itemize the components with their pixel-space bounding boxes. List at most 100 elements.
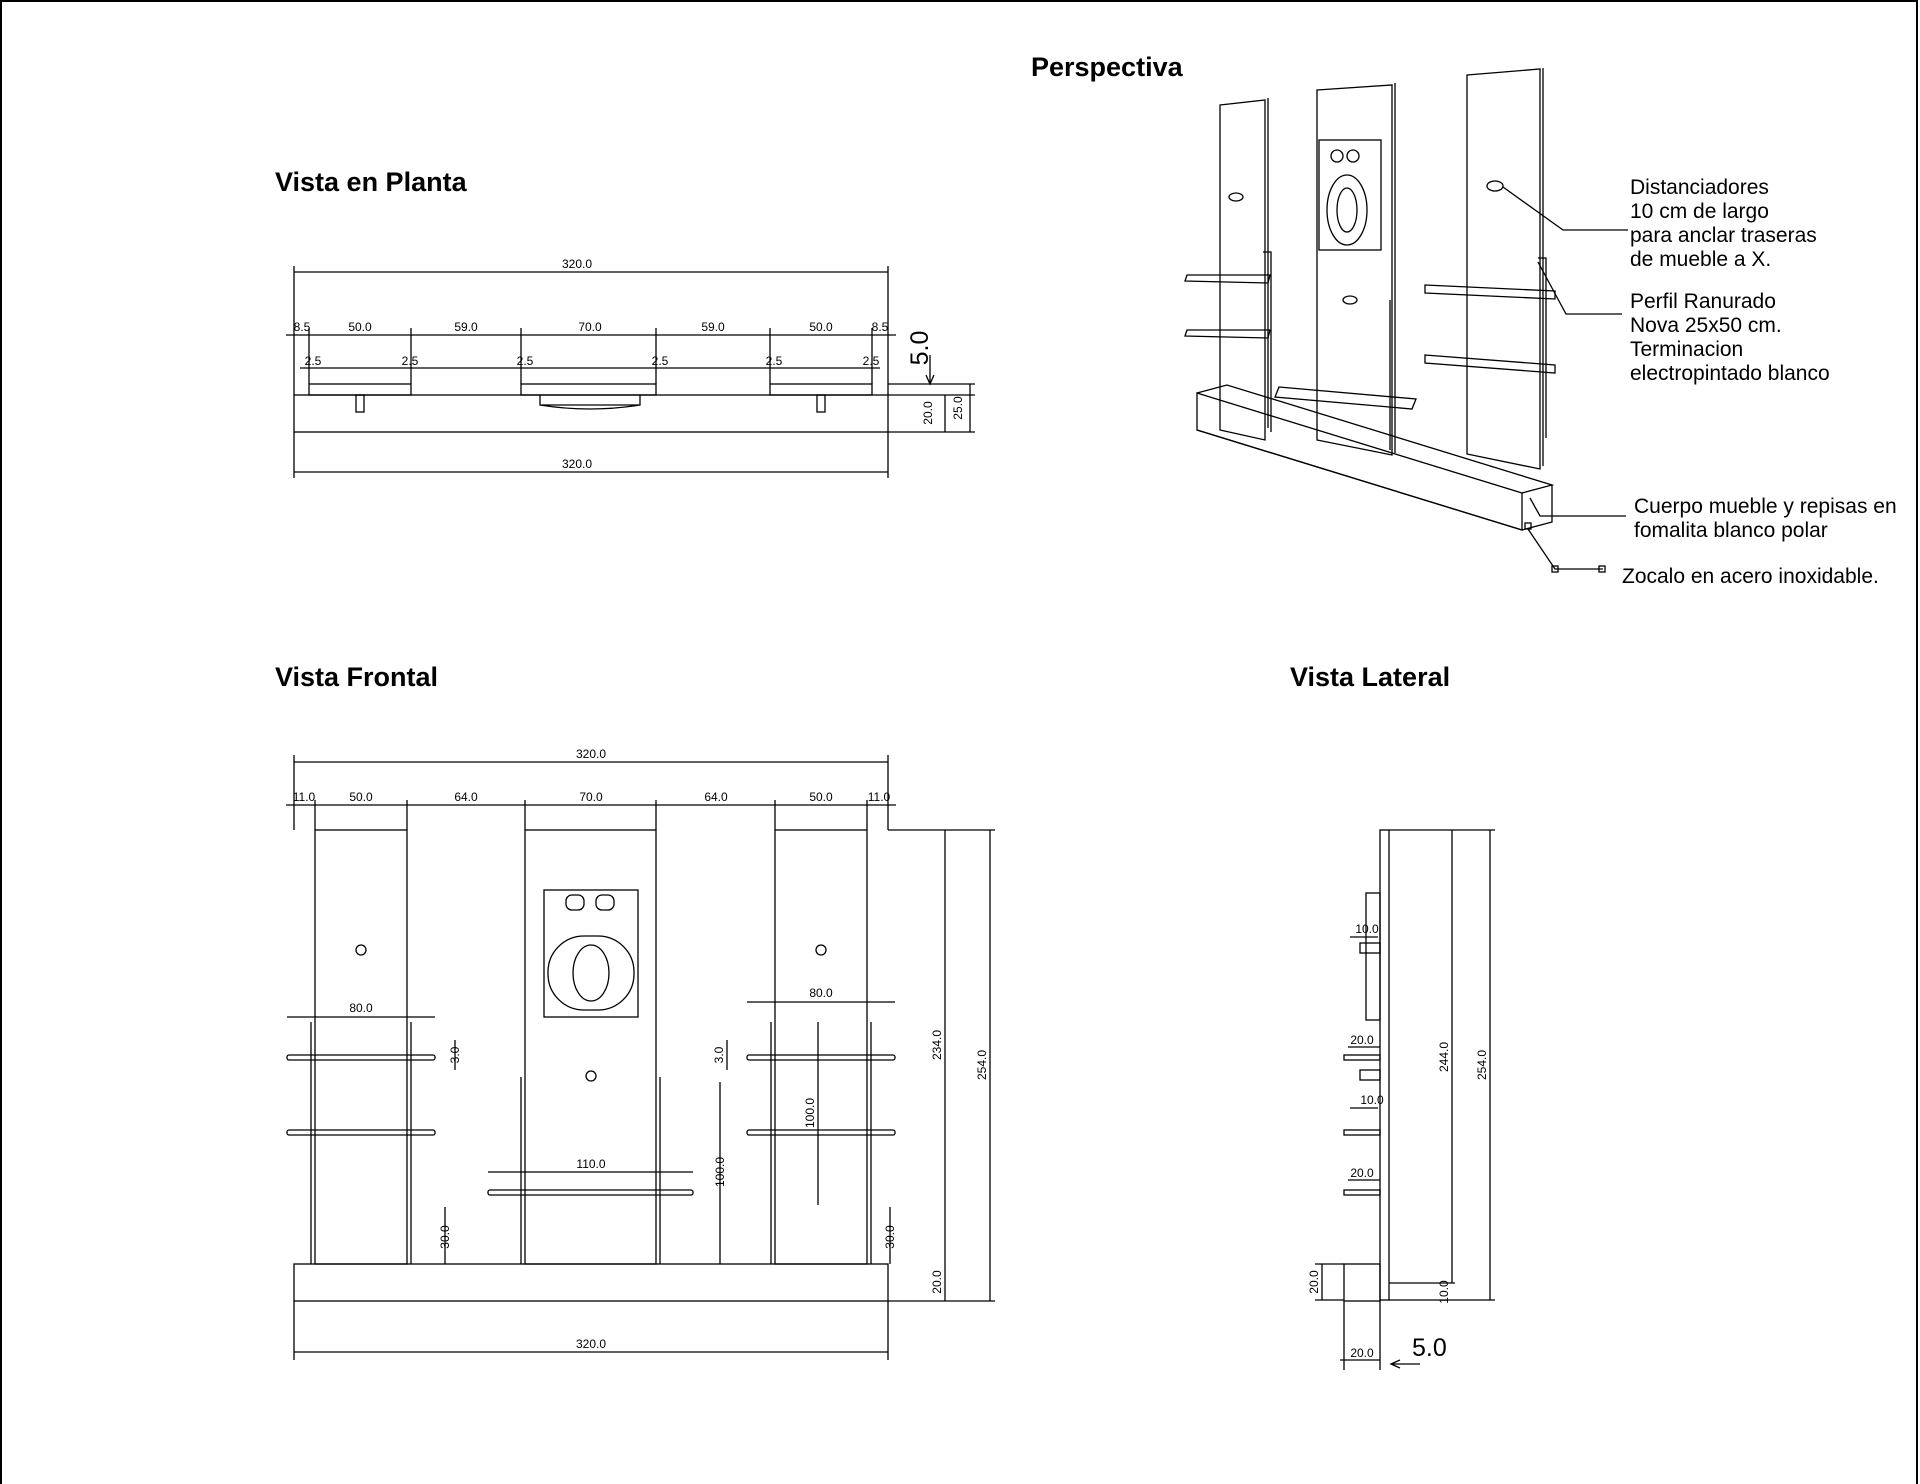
persp-shelf-right-2 [1424, 354, 1556, 374]
note-line: fomalita blanco polar [1634, 519, 1828, 542]
leader-end [1551, 565, 1559, 573]
note-line: Cuerpo mueble y repisas en [1634, 495, 1897, 518]
title-vista-lateral: Vista Lateral [1290, 662, 1451, 692]
persp-knob [1330, 149, 1344, 163]
perspectiva-view [1184, 68, 1628, 573]
front-sink-outer [547, 935, 635, 1011]
dim-text: 70.0 [578, 320, 602, 334]
note-cuerpo-mueble: Cuerpo mueble y repisas en fomalita blan… [1634, 495, 1897, 543]
front-panel-left [314, 829, 408, 1265]
persp-sink-plate [1318, 139, 1382, 251]
dim-text: 20.0 [930, 1270, 944, 1294]
dim-text: 20.0 [921, 401, 935, 425]
title-vista-en-planta: Vista en Planta [275, 167, 467, 197]
dim-text: 20.0 [1350, 1166, 1374, 1180]
offset-text: 5.0 [1412, 1334, 1447, 1362]
dim-text: 20.0 [1307, 1270, 1321, 1294]
dim-text: 2.5 [305, 354, 322, 368]
note-line: de mueble a X. [1630, 248, 1772, 271]
dim-text: 3.0 [448, 1046, 462, 1063]
dim-text: 25.0 [951, 396, 965, 420]
dim-text: 70.0 [579, 790, 603, 804]
frontal-view: 320.0 11.0 50.0 64.0 70.0 64.0 50.0 11.0… [286, 747, 995, 1360]
note-line: Terminacion [1630, 338, 1744, 361]
persp-panel-left [1219, 99, 1266, 441]
lat-shelf-3 [1343, 1189, 1381, 1196]
front-spacer-right [815, 944, 827, 956]
persp-knob [1346, 149, 1360, 163]
dim-text: 64.0 [454, 790, 478, 804]
persp-spacer-right [1486, 180, 1504, 192]
dim-text: 30.0 [883, 1225, 897, 1249]
lat-shelf-2 [1343, 1129, 1381, 1136]
dim-text: 2.5 [766, 354, 783, 368]
leader-perfil [1537, 261, 1622, 315]
dim-text: 100.0 [803, 1098, 817, 1128]
dim-text: 50.0 [349, 790, 373, 804]
planta-sink [539, 395, 641, 410]
persp-shelf-left-2 [1184, 329, 1271, 339]
dim-text: 80.0 [349, 1001, 373, 1015]
front-plinth [293, 1263, 889, 1302]
offset-arrow [925, 355, 935, 386]
persp-shelf-center [1274, 386, 1417, 410]
dim-text: 2.5 [863, 354, 880, 368]
persp-panel-right [1466, 68, 1541, 470]
leader-cuerpo [1529, 497, 1626, 517]
dim-text: 320.0 [562, 257, 592, 271]
persp-plinth-top [1196, 384, 1555, 531]
dim-text: 320.0 [576, 747, 606, 761]
dim-text: 59.0 [701, 320, 725, 334]
dim-text: 20.0 [1350, 1346, 1374, 1360]
persp-plinth-front [1196, 392, 1523, 531]
note-line: para anclar traseras [1630, 224, 1817, 247]
dim-text: 254.0 [975, 1050, 989, 1080]
note-line: 10 cm de largo [1630, 200, 1769, 223]
dim-text: 10.0 [1355, 922, 1379, 936]
lat-plinth [1343, 1263, 1381, 1302]
front-rails [310, 1022, 872, 1264]
dim-text: 100.0 [713, 1157, 727, 1187]
note-line: electropintado blanco [1630, 362, 1830, 385]
planta-panel-center [520, 383, 657, 396]
persp-spacer-left [1228, 192, 1244, 202]
dim-text: 254.0 [1475, 1050, 1489, 1080]
leader-zocalo [1527, 528, 1603, 570]
dim-text: 80.0 [809, 986, 833, 1000]
dim-text: 320.0 [576, 1337, 606, 1351]
front-knob [565, 894, 585, 911]
dim-text: 2.5 [402, 354, 419, 368]
persp-rails [1263, 251, 1547, 450]
front-shelf-center [487, 1189, 694, 1196]
front-sink-plate [543, 889, 639, 1018]
dim-text: 64.0 [704, 790, 728, 804]
lat-spacer-2 [1359, 1069, 1381, 1081]
dim-text: 11.0 [293, 790, 316, 804]
offset-arrow [1389, 1359, 1420, 1369]
persp-spacer-center [1342, 295, 1358, 305]
front-panel-center [524, 829, 657, 1265]
dim-text: 8.5 [872, 320, 889, 334]
front-knob [595, 894, 615, 911]
dim-text: 50.0 [348, 320, 372, 334]
dim-text: 11.0 [868, 790, 891, 804]
dim-text: 2.5 [652, 354, 669, 368]
dim-text: 30.0 [438, 1225, 452, 1249]
planta-panel-left [308, 383, 412, 396]
dim-text: 234.0 [930, 1030, 944, 1060]
note-line: Distanciadores [1630, 176, 1769, 199]
lat-sink-plate [1365, 892, 1381, 1021]
front-shelf-right-2 [746, 1129, 896, 1136]
lateral-view: 10.0 20.0 10.0 20.0 20.0 20.0 10.0 244.0… [1307, 829, 1495, 1370]
dim-text: 50.0 [809, 790, 833, 804]
persp-sink-inner [1336, 187, 1358, 233]
offset-text: 5.0 [906, 331, 934, 366]
title-vista-frontal: Vista Frontal [275, 662, 439, 692]
front-sink-inner [572, 944, 610, 1002]
leader-distanciadores [1502, 186, 1628, 231]
front-spacer-center [585, 1070, 597, 1082]
planta-spacer-left [355, 394, 365, 413]
front-shelf-left-2 [286, 1129, 436, 1136]
